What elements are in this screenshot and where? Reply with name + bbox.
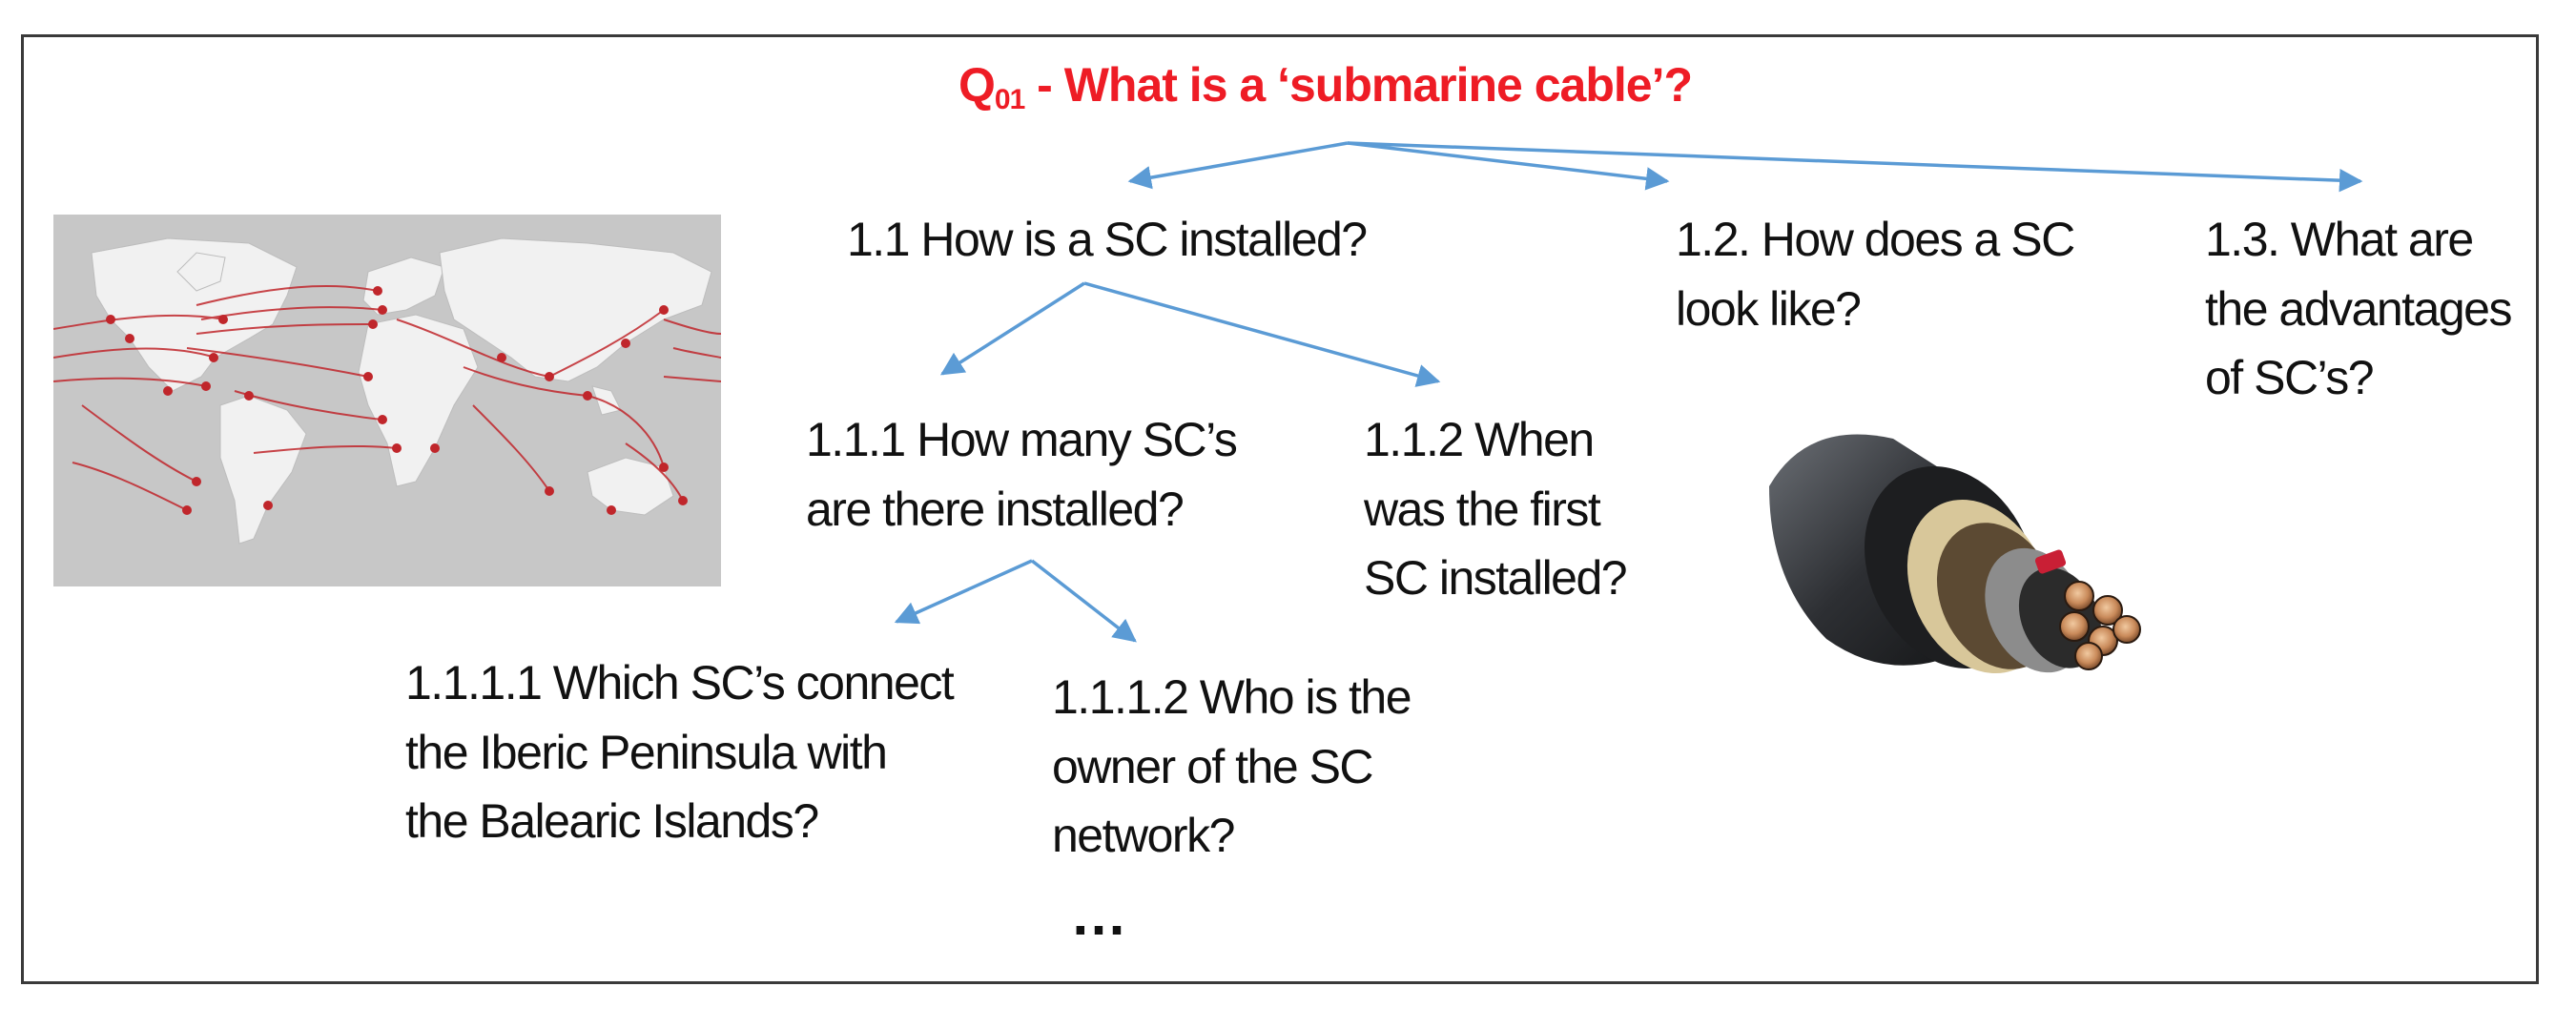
arrow-to-1-1 (1127, 141, 1349, 190)
world-cable-map (53, 215, 721, 586)
diagram-frame (21, 34, 2539, 984)
arrow-to-1-1-2 (1083, 281, 1441, 387)
arrow-to-1-1-1-1 (894, 559, 1033, 625)
arrow-to-1-2 (1347, 141, 1670, 191)
ellipsis: … (1070, 883, 1131, 947)
main-question-title: Q01 - What is a ‘submarine cable’? (958, 58, 1693, 115)
question-1-1: 1.1 How is a SC installed? (847, 213, 1368, 266)
submarine-cable-image (1769, 434, 2141, 674)
arrow-to-1-1-1 (939, 281, 1085, 376)
arrow-to-1-1-1-2 (1030, 559, 1137, 643)
arrow-to-1-3 (1347, 141, 2363, 193)
